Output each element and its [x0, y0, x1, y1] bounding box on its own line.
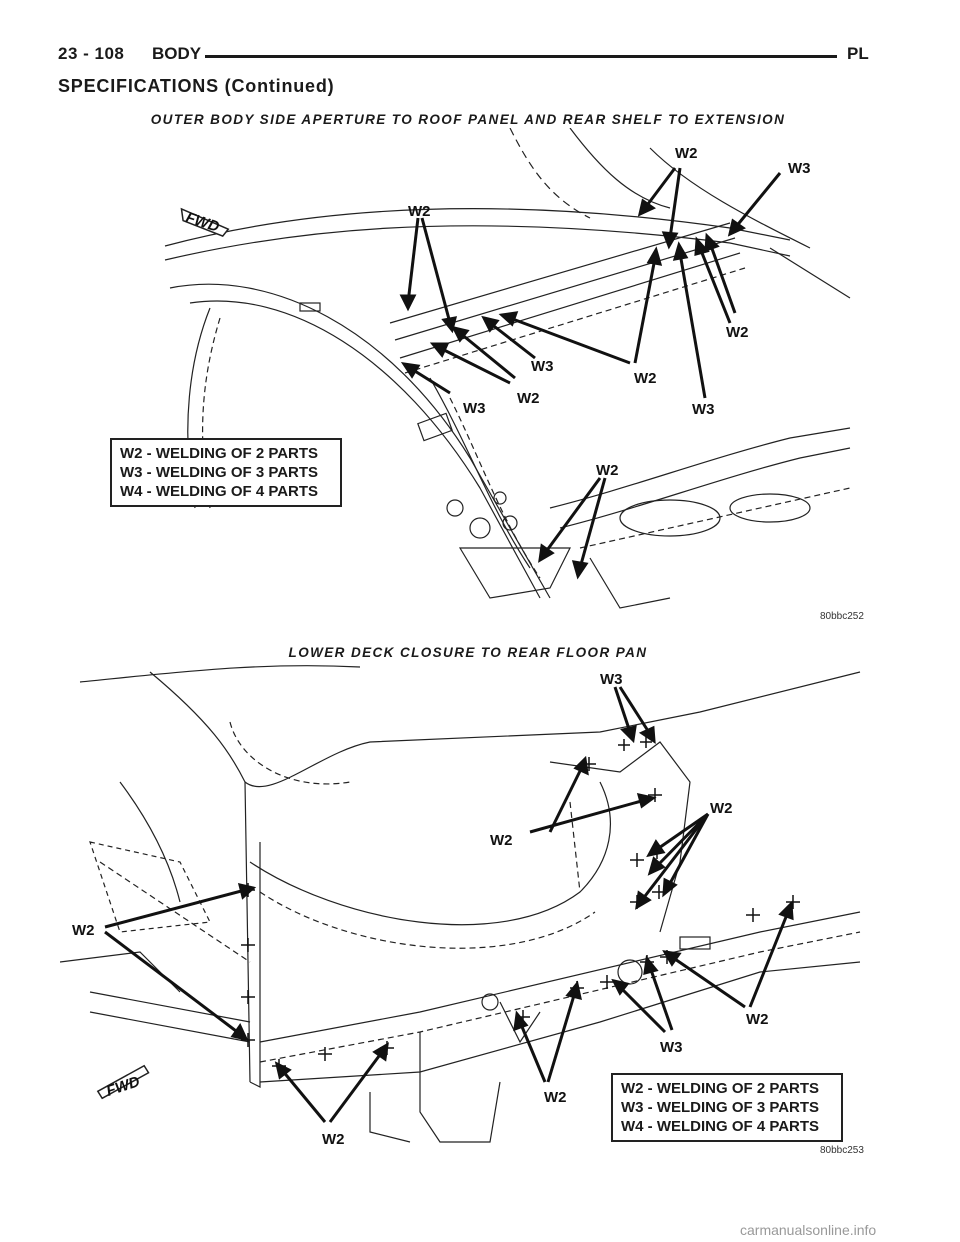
weld-label: W3 — [531, 358, 554, 375]
watermark: carmanualsonline.info — [740, 1222, 877, 1238]
header-rule — [205, 55, 837, 58]
figure1-id: 80bbc252 — [820, 611, 864, 622]
section-name: BODY — [152, 44, 202, 63]
weld-label: W2 — [746, 1011, 769, 1028]
weld-label: W3 — [788, 160, 811, 177]
weld-label: W2 — [72, 922, 95, 939]
figure2-caption: LOWER DECK CLOSURE TO REAR FLOOR PAN — [288, 645, 648, 660]
weld-label: W2 — [322, 1131, 345, 1148]
figure2-legend: W2 - WELDING OF 2 PARTS W3 - WELDING OF … — [611, 1073, 843, 1142]
model-code: PL — [847, 44, 869, 63]
legend-item: W2 - WELDING OF 2 PARTS — [621, 1080, 820, 1097]
weld-label: W3 — [463, 400, 486, 417]
weld-label: W2 — [726, 324, 749, 341]
legend-item: W3 - WELDING OF 3 PARTS — [120, 464, 319, 481]
page-header: 23 - 108 BODY PL — [0, 0, 960, 80]
weld-label: W2 — [710, 800, 733, 817]
weld-label: W2 — [675, 145, 698, 162]
legend-item: W4 - WELDING OF 4 PARTS — [120, 483, 319, 500]
weld-label: W2 — [634, 370, 657, 387]
legend-item: W3 - WELDING OF 3 PARTS — [621, 1099, 820, 1116]
weld-label: W2 — [596, 462, 619, 479]
figure1-legend: W2 - WELDING OF 2 PARTS W3 - WELDING OF … — [110, 438, 342, 507]
weld-label: W2 — [544, 1089, 567, 1106]
weld-label: W3 — [660, 1039, 683, 1056]
figure1-drawing: FWD W2 W2 W3 W3 W2 W3 W2 W2 W3 W2 — [164, 128, 851, 609]
figure1-caption: OUTER BODY SIDE APERTURE TO ROOF PANEL A… — [150, 112, 786, 127]
legend-item: W2 - WELDING OF 2 PARTS — [120, 445, 319, 462]
fwd-arrow-icon: FWD — [96, 1064, 150, 1100]
section-title: SPECIFICATIONS (Continued) — [58, 76, 335, 96]
fwd-label: FWD — [184, 209, 222, 236]
page-number: 23 - 108 — [58, 44, 125, 63]
weld-label: W3 — [692, 401, 715, 418]
weld-label: W2 — [408, 203, 431, 220]
figure2-id: 80bbc253 — [820, 1145, 864, 1156]
figure2-drawing: FWD W3 W2 W2 W2 W3 W2 W2 W2 — [60, 665, 861, 1148]
weld-label: W2 — [517, 390, 540, 407]
fwd-arrow-icon: FWD — [180, 207, 230, 238]
weld-label: W3 — [600, 671, 623, 688]
weld-label: W2 — [490, 832, 513, 849]
fwd-label: FWD — [104, 1073, 142, 1100]
legend-item: W4 - WELDING OF 4 PARTS — [621, 1118, 820, 1135]
